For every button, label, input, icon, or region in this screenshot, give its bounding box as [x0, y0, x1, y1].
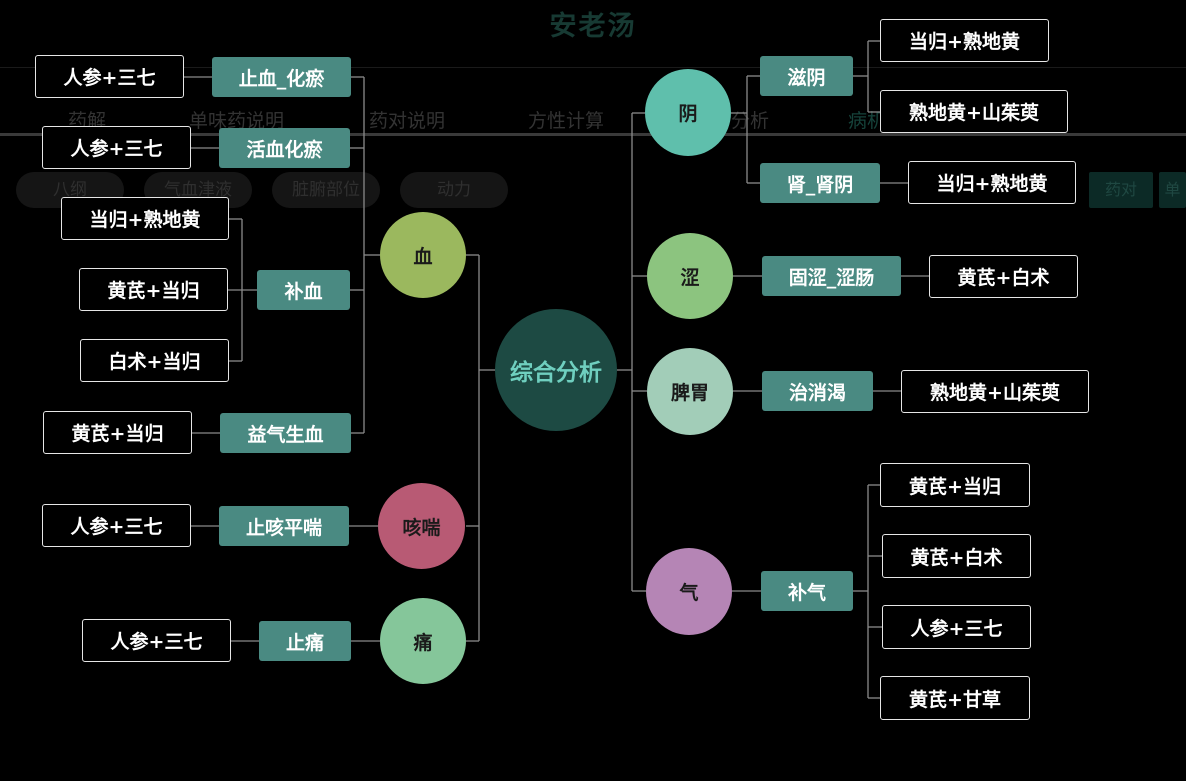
function-buqi[interactable]: 补气: [761, 571, 853, 611]
pair-baizhu-danggui[interactable]: 白术+当归: [80, 339, 229, 382]
pair-huangqi-baizhu[interactable]: 黄芪+白术: [929, 255, 1078, 298]
function-shen-shenyin[interactable]: 肾_肾阴: [760, 163, 880, 203]
category-kechuan[interactable]: 咳喘: [378, 483, 465, 569]
tab-fangxing[interactable]: 方性计算: [528, 110, 605, 132]
pair-renshen-sanqi[interactable]: 人参+三七: [42, 126, 191, 169]
filter-dongli[interactable]: 动力: [400, 172, 508, 208]
pair-shudihuang-shanzhuyu[interactable]: 熟地黄+山茱萸: [901, 370, 1089, 413]
pair-danggui-shudihuang[interactable]: 当归+熟地黄: [880, 19, 1049, 62]
function-huoxue-huayu[interactable]: 活血化瘀: [219, 128, 350, 168]
category-yin[interactable]: 阴: [645, 69, 731, 156]
category-xue[interactable]: 血: [380, 212, 466, 298]
pair-huangqi-gancao[interactable]: 黄芪+甘草: [880, 676, 1030, 720]
yaodui-button[interactable]: 药对: [1089, 172, 1153, 208]
header-divider: [0, 67, 1186, 68]
function-zhike-pingchuan[interactable]: 止咳平喘: [219, 506, 349, 546]
function-ziyin[interactable]: 滋阴: [760, 56, 853, 96]
pair-renshen-sanqi[interactable]: 人参+三七: [82, 619, 231, 662]
category-se[interactable]: 涩: [647, 233, 733, 319]
function-guse-sechang[interactable]: 固涩_涩肠: [762, 256, 901, 296]
pair-huangqi-danggui[interactable]: 黄芪+当归: [79, 268, 228, 311]
tab-bingji[interactable]: 病机: [848, 110, 887, 132]
function-zhitong[interactable]: 止痛: [259, 621, 351, 661]
category-piwei[interactable]: 脾胃: [647, 348, 733, 435]
function-buxue[interactable]: 补血: [257, 270, 350, 310]
function-yiqi-shengxue[interactable]: 益气生血: [220, 413, 351, 453]
page-title: 安老汤: [549, 11, 637, 42]
tab-danweiyao[interactable]: 单味药说明: [189, 110, 285, 132]
pair-huangqi-baizhu[interactable]: 黄芪+白术: [882, 534, 1031, 578]
function-zhi-xiaoke[interactable]: 治消渴: [762, 371, 873, 411]
pair-danggui-shudihuang[interactable]: 当归+熟地黄: [908, 161, 1076, 204]
category-qi[interactable]: 气: [646, 548, 732, 635]
filter-zangfu[interactable]: 脏腑部位: [272, 172, 380, 208]
tab-bar-divider: [0, 133, 1186, 136]
pair-renshen-sanqi[interactable]: 人参+三七: [35, 55, 184, 98]
center-node-zonghe[interactable]: 综合分析: [495, 309, 617, 431]
dan-button[interactable]: 单: [1159, 172, 1186, 208]
category-tong[interactable]: 痛: [380, 598, 466, 684]
pair-renshen-sanqi[interactable]: 人参+三七: [882, 605, 1031, 649]
pair-danggui-shudihuang[interactable]: 当归+熟地黄: [61, 197, 229, 240]
pair-shudihuang-shanzhuyu[interactable]: 熟地黄+山茱萸: [880, 90, 1068, 133]
tab-yaodui[interactable]: 药对说明: [369, 110, 446, 132]
function-zhixue-huayu[interactable]: 止血_化瘀: [212, 57, 351, 97]
pair-renshen-sanqi[interactable]: 人参+三七: [42, 504, 191, 547]
tab-fenxi[interactable]: 分析: [731, 110, 770, 132]
pair-huangqi-danggui[interactable]: 黄芪+当归: [43, 411, 192, 454]
pair-huangqi-danggui[interactable]: 黄芪+当归: [880, 463, 1030, 507]
